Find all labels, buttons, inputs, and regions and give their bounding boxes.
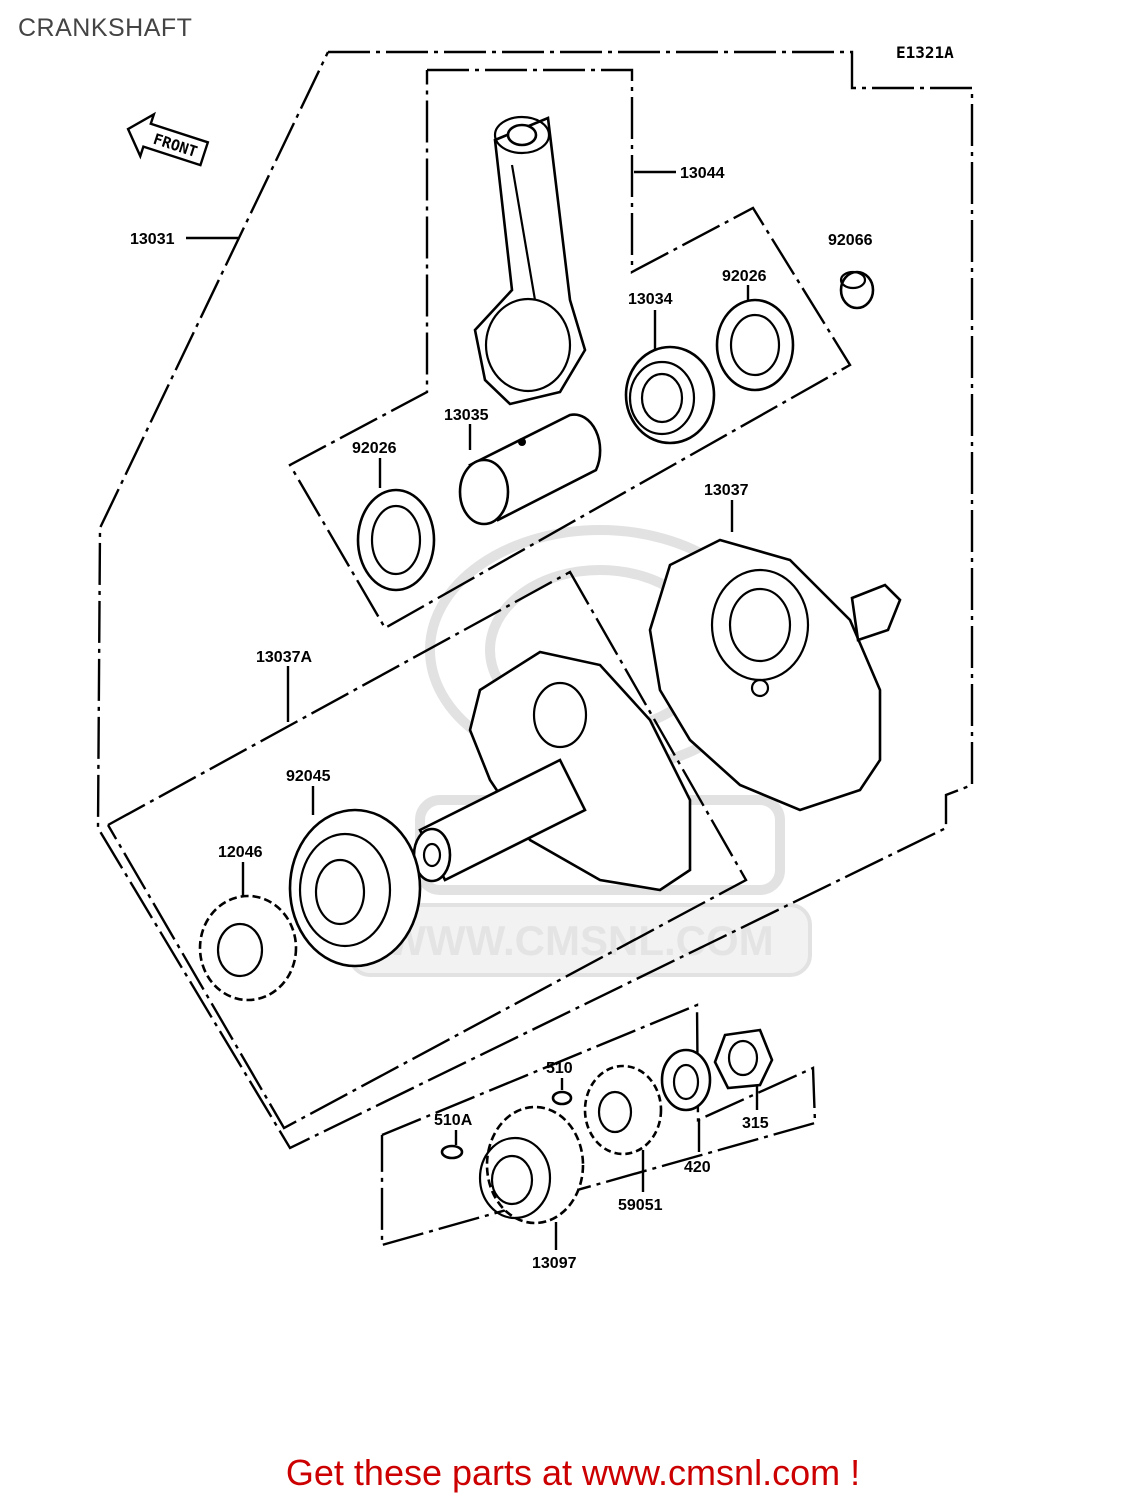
bushing-92066: [839, 270, 875, 310]
crank-half-group-boundary: [106, 570, 748, 1130]
woodruff-key-510: [551, 1090, 573, 1106]
callout-13035: 13035: [444, 407, 489, 424]
connecting-rod: [473, 115, 587, 406]
watermark-text: WWW.CMSNL.COM: [386, 917, 773, 964]
callout-13037: 13037: [704, 482, 749, 499]
nut-315: [713, 1028, 774, 1090]
ball-bearing-92045: [288, 808, 422, 968]
callout-13044: 13044: [680, 165, 725, 182]
callout-510: 510: [546, 1060, 573, 1077]
washer-92026-upper: [715, 298, 795, 392]
callout-92026-upper: 92026: [722, 268, 767, 285]
gear-59051: [583, 1064, 663, 1156]
callout-92066: 92066: [828, 232, 873, 249]
sprocket-12046: [198, 894, 298, 1002]
callout-13097: 13097: [532, 1255, 577, 1272]
crankshaft-assembly-boundary: [96, 50, 974, 1150]
callout-13037A: 13037A: [256, 649, 312, 666]
connecting-rod-group-boundary: [288, 68, 852, 630]
callout-13034: 13034: [628, 291, 673, 308]
callout-59051: 59051: [618, 1197, 663, 1214]
timing-gear-group-boundary: [380, 1003, 817, 1247]
woodruff-key-510A: [440, 1144, 464, 1160]
callout-12046: 12046: [218, 844, 263, 861]
front-arrow-icon: FRONT: [126, 111, 210, 167]
crank-flywheel-13037: [648, 538, 902, 812]
diagram-ref-code: E1321A: [896, 43, 954, 62]
footer-promo-link[interactable]: Get these parts at www.cmsnl.com !: [285, 1452, 861, 1493]
callout-13031: 13031: [130, 231, 175, 248]
washer-420: [660, 1048, 712, 1112]
callout-420: 420: [684, 1159, 711, 1176]
callout-92045: 92045: [286, 768, 331, 785]
leader-lines: [186, 170, 759, 1250]
washer-92026-lower: [356, 488, 436, 592]
callout-510A: 510A: [434, 1112, 473, 1129]
callout-315: 315: [742, 1115, 769, 1132]
page-title: CRANKSHAFT: [18, 14, 193, 42]
crankshaft-half-13037A: [412, 650, 692, 892]
crank-pin-13035: [458, 413, 602, 526]
needle-bearing-13034: [624, 345, 716, 445]
callout-92026-lower: 92026: [352, 440, 397, 457]
drive-gear-13097: [478, 1105, 585, 1225]
